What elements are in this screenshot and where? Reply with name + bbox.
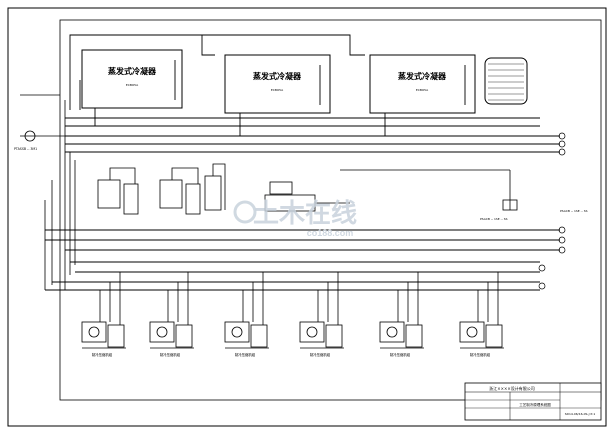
- compressor-label: 制冷压缩机组: [470, 352, 491, 357]
- condenser-code: ECBO5A: [126, 83, 139, 87]
- drawing-title: 工艺制冷原理系统图: [519, 402, 551, 407]
- condenser-title: 蒸发式冷凝器: [398, 71, 447, 81]
- cooling-tower: [484, 57, 528, 105]
- condenser-title: 蒸发式冷凝器: [253, 71, 302, 81]
- condenser-3: 蒸发式冷凝器 ECBO5A: [369, 54, 476, 114]
- compressor-unit: 制冷压缩机组: [149, 272, 194, 357]
- title-block: 浙江××××设计有限公司 工艺制冷原理系统图 SD14-06/16-0S-J P…: [464, 382, 602, 421]
- condenser-title: 蒸发式冷凝器: [108, 66, 157, 76]
- outer-border: [7, 7, 607, 427]
- condenser-code: ECBO5A: [271, 88, 284, 92]
- watermark-main: 土木在线: [253, 198, 357, 228]
- lower-compressors: 制冷压缩机组 制冷压缩机组 制冷压缩机组 制冷压缩机组 制冷压缩机组 制冷压缩机组: [81, 272, 504, 357]
- compressor-label: 制冷压缩机组: [390, 352, 411, 357]
- left-manifold: [20, 94, 76, 290]
- right-terminals: [538, 132, 566, 290]
- condenser-2: 蒸发式冷凝器 ECBO5A: [224, 54, 331, 114]
- compressor-unit: 制冷压缩机组: [459, 272, 504, 357]
- compressor-unit: 制冷压缩机组: [224, 272, 269, 357]
- pipe-label-right: PSACB -- 1SE -- SS: [560, 209, 588, 213]
- condenser-code: ECBO5A: [416, 88, 429, 92]
- watermark-logo-icon: [233, 200, 257, 224]
- compressor-label: 制冷压缩机组: [92, 352, 113, 357]
- upper-compressors: [97, 163, 226, 215]
- compressor-label: 制冷压缩机组: [310, 352, 331, 357]
- compressor-unit: 制冷压缩机组: [299, 272, 344, 357]
- pipe-label-left: PTASSB -- 3M1: [14, 147, 37, 151]
- compressor-label: 制冷压缩机组: [235, 352, 256, 357]
- condenser-1: 蒸发式冷凝器 ECBO5A: [81, 49, 183, 109]
- main-headers: [45, 229, 560, 291]
- inner-border: [59, 19, 602, 401]
- top-pipework: [65, 34, 560, 153]
- company-name: 浙江××××设计有限公司: [489, 385, 534, 391]
- receiver: [264, 169, 518, 212]
- compressor-label: 制冷压缩机组: [160, 352, 181, 357]
- drawing-number: SD14-06/16-0S-J P-1: [565, 412, 596, 416]
- compressor-unit: 制冷压缩机组: [81, 272, 126, 357]
- watermark-sub: co188.com: [307, 228, 354, 238]
- watermark: 土木在线 co188.com: [233, 198, 357, 238]
- pipe-label-mid: PSACB -- 1SE -- SS: [480, 217, 508, 221]
- compressor-unit: 制冷压缩机组: [379, 272, 424, 357]
